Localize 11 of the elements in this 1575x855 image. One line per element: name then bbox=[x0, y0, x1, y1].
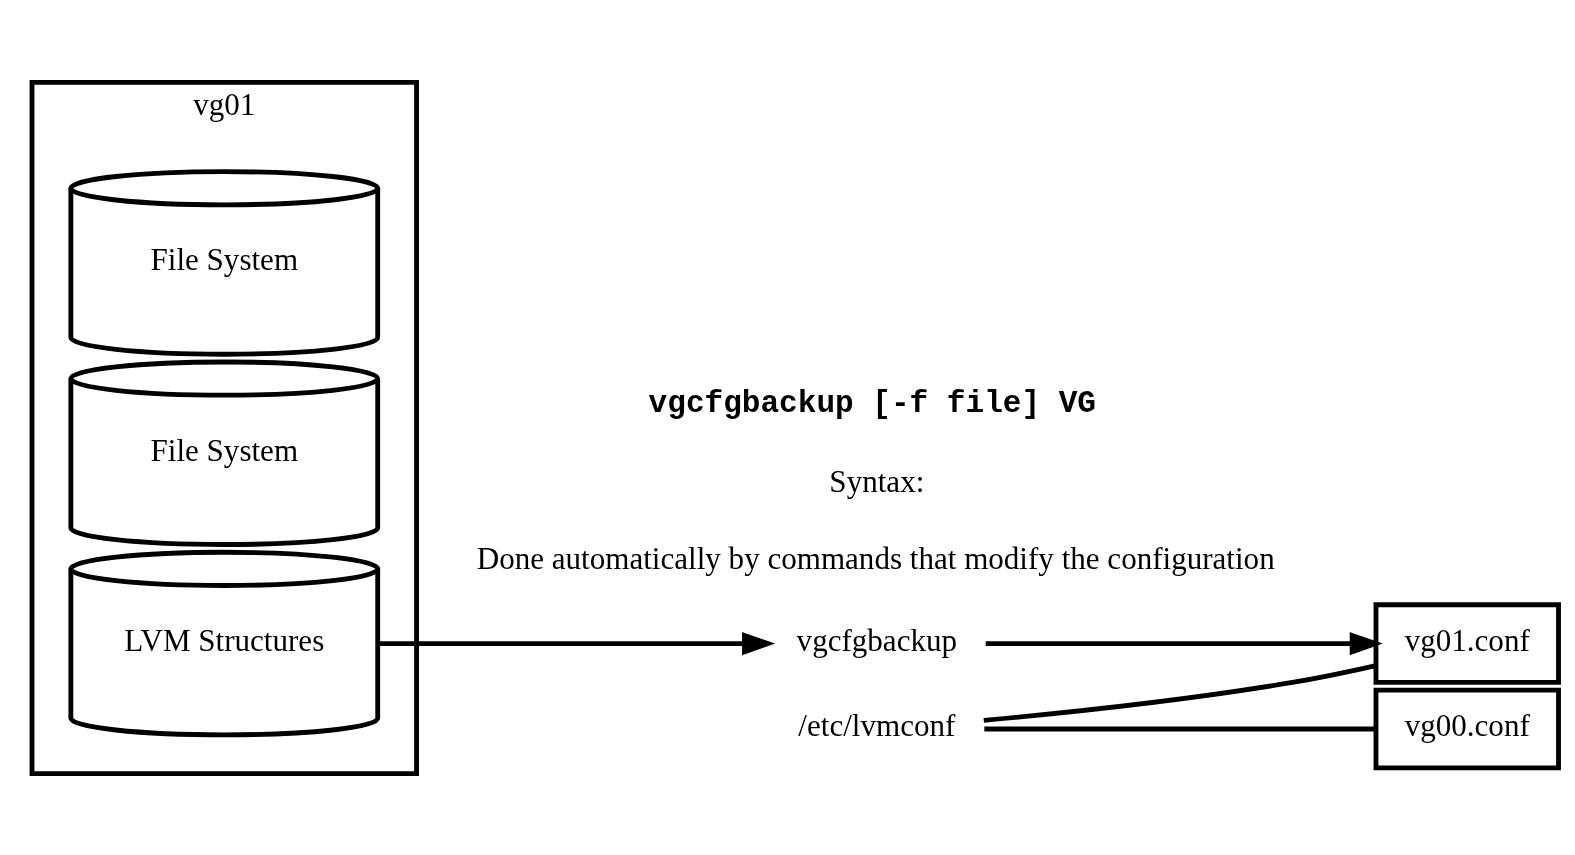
label: Done automatically by commands that modify the configuration bbox=[476, 540, 1275, 576]
node-box: vg00.conf bbox=[1373, 687, 1561, 770]
label: Syntax: bbox=[829, 463, 925, 499]
connector bbox=[984, 726, 1376, 731]
arrow bbox=[985, 631, 1383, 655]
label: vgcfgbackup [-f file] VG bbox=[648, 385, 1097, 421]
connector bbox=[983, 662, 1377, 723]
node-box: vg01.conf bbox=[1373, 601, 1561, 685]
arrow bbox=[378, 631, 776, 655]
node-text: /etc/lvmconf bbox=[798, 707, 956, 743]
node-text: vgcfgbackup bbox=[796, 622, 958, 658]
